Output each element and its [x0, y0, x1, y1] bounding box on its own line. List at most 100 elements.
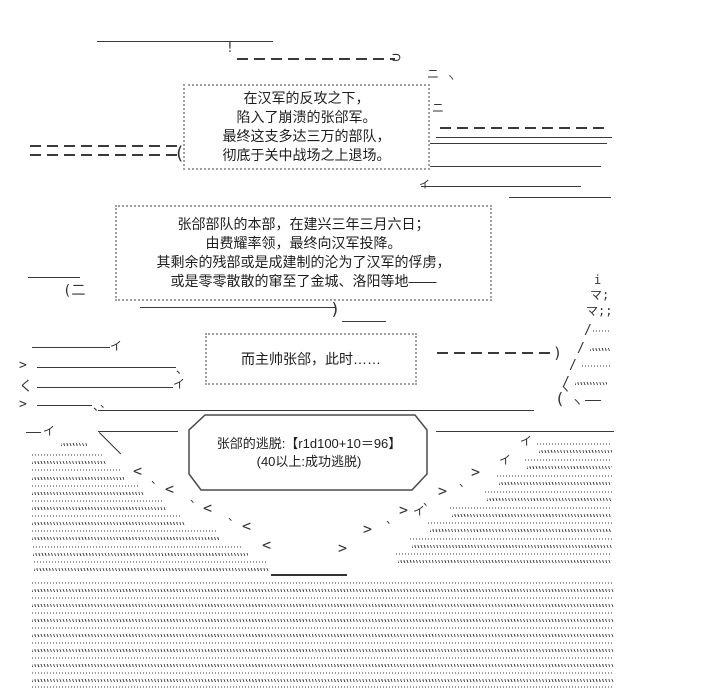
ascii-glyph: マ;	[590, 288, 610, 302]
ascii-texture-row	[32, 582, 614, 584]
ascii-line	[440, 127, 610, 129]
ascii-glyph: >	[438, 482, 448, 500]
ascii-texture-row	[32, 664, 614, 667]
narration-box-2: 张郃部队的本部，在建兴三年三月六日； 由费耀率领，最终向汉军投降。 其剩余的残部…	[115, 205, 492, 301]
ascii-glyph: イ	[173, 377, 186, 391]
ascii-glyph: 、	[386, 513, 397, 526]
ascii-texture-row	[487, 498, 612, 501]
ascii-glyph: <	[262, 536, 272, 554]
ascii-texture-row	[396, 553, 612, 555]
ascii-line	[436, 137, 612, 138]
ascii-glyph: く	[19, 379, 33, 395]
ascii-line	[140, 307, 336, 308]
ascii-glyph: <	[133, 462, 143, 480]
ascii-texture-row	[32, 515, 182, 517]
ascii-glyph: 、	[459, 476, 470, 489]
ascii-texture-row	[33, 553, 248, 556]
ascii-line	[509, 197, 611, 198]
ascii-line	[98, 410, 534, 411]
ascii-texture-row	[32, 537, 220, 540]
ascii-line	[430, 143, 607, 144]
ascii-glyph: (二	[63, 283, 86, 299]
ascii-glyph: ヽ	[571, 395, 584, 409]
ascii-glyph: マ;;	[586, 304, 613, 318]
ascii-glyph: ヽ	[446, 73, 456, 84]
ascii-texture-row	[582, 365, 610, 367]
ascii-glyph: >	[363, 520, 373, 538]
ascii-glyph: /	[577, 341, 585, 356]
narration-1-line-4: 彻底于关中战场之上退场。	[222, 147, 391, 163]
ascii-glyph: <	[203, 499, 213, 517]
ascii-glyph: 、	[151, 473, 162, 486]
ascii-glyph: /	[569, 358, 577, 373]
ascii-glyph: 、	[100, 397, 111, 410]
ascii-glyph: /	[562, 375, 570, 390]
ascii-glyph: イ	[110, 339, 123, 353]
ascii-texture-row	[34, 568, 270, 571]
ascii-texture-row	[485, 491, 612, 493]
dice-panel-border	[188, 414, 428, 491]
ascii-glyph: 、	[93, 399, 106, 413]
ascii-glyph: ＼	[98, 430, 122, 458]
ascii-texture-row	[32, 604, 614, 607]
ascii-texture-row	[32, 507, 167, 510]
ascii-glyph: イ	[520, 434, 533, 448]
ascii-glyph: !	[226, 41, 234, 56]
ascii-line	[237, 58, 395, 60]
ascii-texture-row	[33, 546, 243, 548]
ascii-glyph: <	[242, 517, 252, 535]
dice-roll-condition: (40以上:成功逃脱)	[256, 454, 362, 469]
ascii-texture-row	[32, 530, 218, 532]
ascii-texture-row	[412, 545, 612, 548]
ascii-glyph: >	[19, 358, 27, 373]
ascii-line	[437, 352, 555, 354]
ascii-line	[37, 367, 176, 368]
ascii-line	[37, 387, 173, 388]
ascii-texture-row	[499, 482, 612, 485]
ascii-glyph: 、	[190, 492, 201, 505]
ascii-texture-row	[32, 686, 614, 688]
ascii-line	[585, 400, 601, 401]
ascii-texture-row	[428, 522, 612, 524]
ascii-glyph: イ	[413, 504, 426, 518]
narration-1-line-2: 陷入了崩溃的张郃军。	[236, 109, 377, 125]
ascii-texture-row	[525, 459, 612, 461]
ascii-glyph: 、	[228, 510, 239, 523]
ascii-texture-row	[32, 649, 614, 652]
ascii-line	[30, 154, 178, 156]
ascii-glyph: /	[584, 323, 592, 338]
ascii-line	[32, 347, 110, 348]
dice-roll-text: 张郃的逃脱:【r1d100+10＝96】 (40以上:成功逃脱)	[186, 412, 432, 494]
ascii-texture-row	[32, 634, 614, 637]
dice-roll-panel: 张郃的逃脱:【r1d100+10＝96】 (40以上:成功逃脱)	[186, 412, 432, 494]
ascii-glyph: イ	[499, 453, 512, 467]
ascii-texture-row	[32, 679, 614, 682]
ascii-texture-row	[539, 450, 612, 453]
ascii-texture-row	[32, 642, 614, 644]
ascii-texture-row	[32, 627, 614, 629]
ascii-texture-row	[497, 475, 612, 477]
ascii-glyph: イ	[419, 178, 430, 191]
ascii-texture-row	[452, 514, 612, 517]
ascii-texture-row	[32, 454, 104, 456]
ascii-line	[98, 431, 178, 432]
narration-1-line-3: 最终这支多达三万的部队，	[222, 128, 391, 144]
narration-2-line-3: 其剩余的残部或是成建制的沦为了汉军的俘虏，	[156, 254, 451, 270]
ascii-texture-row	[32, 469, 120, 471]
ascii-texture-row	[398, 560, 612, 563]
ascii-glyph: >	[19, 397, 27, 412]
ascii-texture-row	[32, 522, 185, 525]
ascii-line	[37, 405, 92, 406]
ascii-glyph: )	[553, 344, 563, 362]
ascii-glyph: <	[165, 480, 175, 498]
ascii-glyph: イ	[43, 424, 56, 438]
ascii-texture-row	[527, 466, 612, 469]
ascii-glyph: >	[338, 539, 348, 557]
ascii-line	[271, 574, 347, 576]
ascii-texture-row	[32, 485, 140, 487]
ascii-glyph: )	[330, 300, 341, 320]
ascii-texture-row	[32, 477, 124, 480]
ascii-line	[26, 432, 41, 433]
narration-3-line-1: 而主帅张郃，此时……	[241, 350, 381, 367]
